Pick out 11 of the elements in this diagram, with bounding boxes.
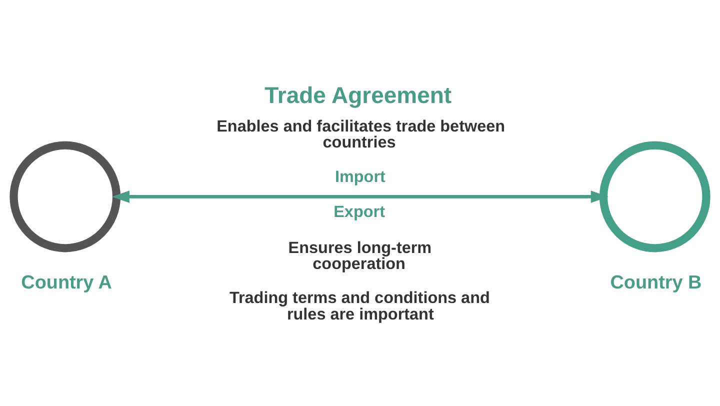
label: Export bbox=[334, 202, 385, 221]
label: Ensures long-term cooperation bbox=[288, 238, 432, 273]
node-label: Country A bbox=[21, 272, 112, 293]
diagram-title: Trade Agreement bbox=[264, 81, 452, 108]
node-label: Country B bbox=[610, 272, 702, 293]
label: Enables and facilitates trade between countries bbox=[216, 116, 506, 151]
label: Trading terms and conditions and rules are important bbox=[229, 288, 490, 323]
node-circle bbox=[599, 140, 710, 252]
node-circle bbox=[10, 140, 121, 252]
label: Import bbox=[334, 167, 386, 186]
arrow bbox=[112, 190, 608, 202]
